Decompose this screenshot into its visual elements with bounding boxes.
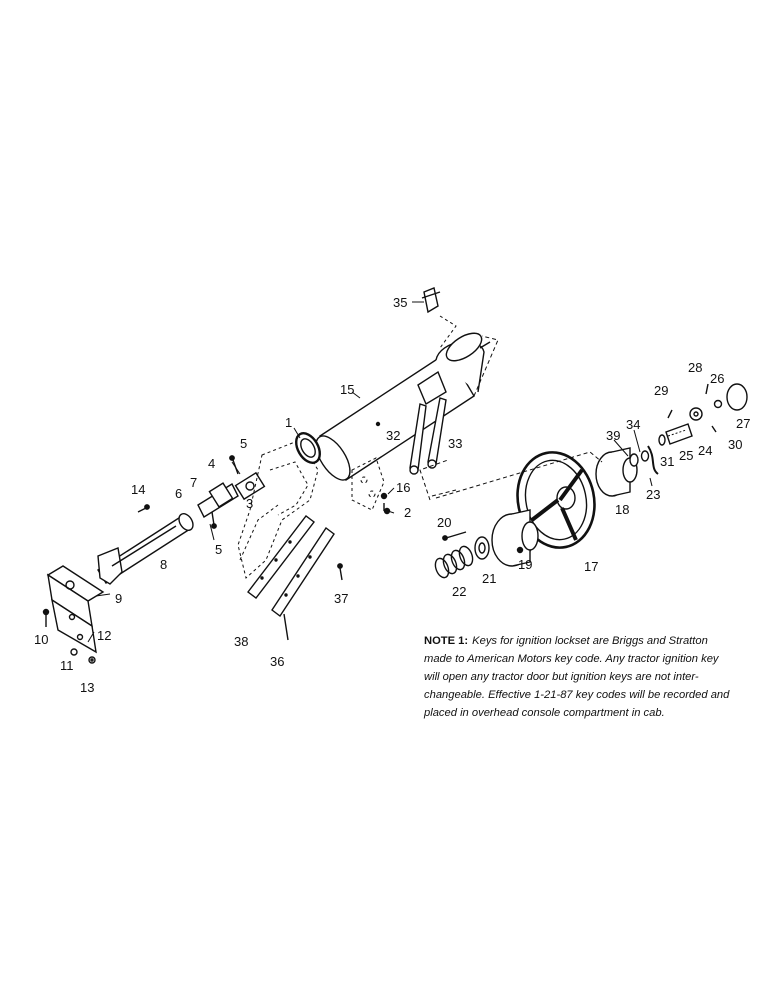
part-label-36: 36	[270, 654, 284, 669]
part-label-2: 2	[404, 505, 411, 520]
assembly-leader-lines	[431, 335, 499, 497]
screw-37	[337, 563, 343, 581]
note-line-5: placed in overhead console compartment i…	[424, 707, 665, 719]
part-label-26: 26	[710, 371, 724, 386]
part-label-3: 3	[246, 496, 253, 511]
note-line-4: changeable. Effective 1-21-87 key codes …	[424, 689, 730, 701]
part-label-38: 38	[234, 634, 248, 649]
ring-21	[474, 536, 490, 560]
part-label-16: 16	[396, 480, 410, 495]
boot-strip-36	[271, 526, 335, 641]
part-label-7: 7	[190, 475, 197, 490]
part-labels: 1 2 3 4 5 5 6 7 8 9 10 11 12 13 14 15 16…	[34, 295, 750, 695]
turn-signal-lever	[409, 403, 427, 475]
part-label-29: 29	[654, 383, 668, 398]
part-label-8: 8	[160, 557, 167, 572]
part-label-14: 14	[131, 482, 145, 497]
part-label-39: 39	[606, 428, 620, 443]
fasteners-center	[380, 492, 391, 515]
part-label-11: 11	[60, 658, 74, 673]
part-label-24: 24	[698, 443, 712, 458]
part-label-30: 30	[728, 437, 742, 452]
part-label-28: 28	[688, 360, 702, 375]
part-label-35: 35	[393, 295, 407, 310]
part-label-5-bottom: 5	[215, 542, 222, 557]
label-leaders	[87, 301, 653, 643]
part-label-31: 31	[660, 454, 674, 469]
part-label-25: 25	[679, 448, 693, 463]
part-label-17: 17	[584, 559, 598, 574]
part-label-20: 20	[437, 515, 451, 530]
part-label-13: 13	[80, 680, 94, 695]
note-title: NOTE 1:	[424, 635, 469, 647]
firewall-plate-dashed	[237, 439, 319, 579]
part-label-1: 1	[285, 415, 292, 430]
part-label-18: 18	[615, 502, 629, 517]
part-label-33: 33	[448, 436, 462, 451]
part-label-22: 22	[452, 584, 466, 599]
dashed-bracket	[419, 451, 603, 501]
part-label-37: 37	[334, 591, 348, 606]
seal-ring	[295, 432, 321, 464]
switch-plate-dashed	[351, 457, 385, 511]
part-label-15: 15	[340, 382, 354, 397]
part-label-34: 34	[626, 417, 640, 432]
part-label-9: 9	[115, 591, 122, 606]
part-label-19: 19	[518, 557, 532, 572]
lower-column-tube	[97, 513, 194, 585]
part-label-32: 32	[386, 428, 400, 443]
mounting-bracket	[46, 565, 105, 654]
ignition-key-note: NOTE 1:Keys for ignition lockset are Bri…	[424, 632, 764, 722]
part-label-23: 23	[646, 487, 660, 502]
ignition-switch	[421, 287, 457, 349]
steering-wheel	[516, 451, 596, 549]
part-label-27: 27	[736, 416, 750, 431]
fasteners-left	[42, 455, 239, 664]
note-line-2: made to American Motors key code. Any tr…	[424, 653, 719, 665]
note-line-3: will open any tractor door but ignition …	[424, 671, 699, 683]
spring-22	[434, 545, 474, 579]
part-label-4: 4	[208, 456, 215, 471]
note-line-1: Keys for ignition lockset are Briggs and…	[472, 635, 708, 647]
part-label-21: 21	[482, 571, 496, 586]
boot-strip-38	[247, 515, 315, 599]
part-label-12: 12	[97, 628, 111, 643]
screw-20	[442, 531, 467, 541]
small-parts-right	[629, 383, 748, 475]
hub-adapter-19	[491, 509, 539, 567]
upper-column-housing	[315, 332, 491, 481]
part-label-6: 6	[175, 486, 182, 501]
part-label-5-top: 5	[240, 436, 247, 451]
u-joint	[197, 471, 266, 518]
part-label-10: 10	[34, 632, 48, 647]
